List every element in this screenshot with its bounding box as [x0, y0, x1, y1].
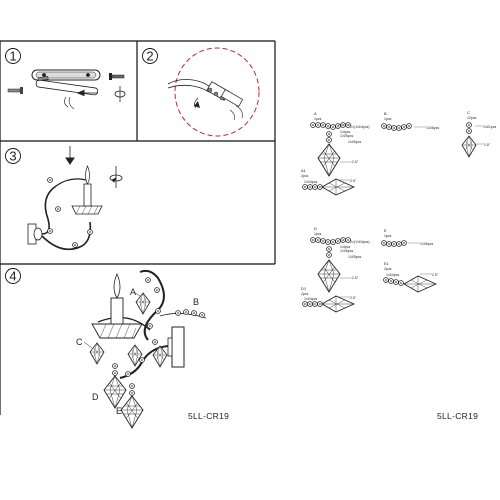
svg-text:1/4/6pcs: 1/4/6pcs — [340, 249, 353, 253]
rotate-arrow-icon — [109, 166, 123, 188]
svg-text:1/4pcs: 1/4pcs — [340, 245, 351, 249]
svg-text:2pcs: 2pcs — [384, 267, 392, 271]
svg-text:2×(1/4/4pcs): 2×(1/4/4pcs) — [350, 240, 370, 244]
svg-text:1/4/4pcs: 1/4/4pcs — [386, 273, 399, 277]
svg-text:2.5": 2.5" — [350, 296, 357, 300]
step-2-marker: 2 — [142, 48, 158, 64]
label-e: E — [116, 406, 122, 416]
svg-text:1/4/4pcs: 1/4/4pcs — [304, 180, 317, 184]
step3-arrow-down — [65, 146, 75, 165]
svg-text:1/4/5pcs: 1/4/5pcs — [340, 134, 353, 138]
part-d1: D1 2pcs 1/4/4pcs 2.5" — [301, 286, 357, 313]
svg-text:2.5": 2.5" — [352, 160, 359, 164]
part-c: C 12pcs 1/4/1pcs 1.5" — [461, 110, 496, 158]
label-c: C — [76, 337, 83, 347]
svg-text:E1: E1 — [384, 261, 390, 266]
svg-text:3: 3 — [9, 149, 16, 164]
svg-text:2: 2 — [146, 49, 153, 64]
svg-text:D1: D1 — [301, 286, 307, 291]
svg-text:1/4/4pcs: 1/4/4pcs — [304, 297, 317, 301]
svg-text:A1: A1 — [301, 168, 307, 173]
step4-assembled-sconce — [83, 269, 207, 429]
svg-text:1pcs: 1pcs — [384, 117, 392, 121]
svg-text:1/4pcs: 1/4pcs — [340, 130, 351, 134]
svg-text:2pcs: 2pcs — [301, 174, 309, 178]
step1-screw-right — [109, 73, 125, 80]
model-number-left: 5LL-CR19 — [188, 411, 229, 421]
svg-text:1/4/6pcs: 1/4/6pcs — [420, 242, 433, 246]
svg-text:1/4/6pcs: 1/4/6pcs — [426, 126, 439, 130]
step1-screw-top — [37, 76, 49, 81]
model-number-right: 5LL-CR19 — [437, 411, 478, 421]
part-e1: E1 2pcs 1/4/4pcs 2.5" — [383, 261, 439, 293]
svg-text:2×(1/4/4pcs): 2×(1/4/4pcs) — [350, 125, 370, 129]
part-a1: A1 2pcs 1/4/4pcs 2.5" — [301, 168, 357, 196]
svg-text:1pcs: 1pcs — [384, 234, 392, 238]
svg-text:1pcs: 1pcs — [314, 232, 322, 236]
svg-text:1: 1 — [9, 49, 16, 64]
svg-text:D: D — [314, 226, 317, 231]
part-e: E 1pcs 1/4/6pcs — [381, 228, 433, 247]
svg-text:1/4/5pcs: 1/4/5pcs — [348, 140, 361, 144]
svg-text:2.5": 2.5" — [352, 276, 359, 280]
label-d: D — [92, 392, 99, 402]
rotate-arrow-icon — [114, 86, 126, 102]
step3-arm — [27, 165, 103, 251]
svg-text:A: A — [314, 111, 317, 116]
panel-frames — [0, 40, 276, 415]
svg-text:B: B — [384, 111, 387, 116]
svg-text:E: E — [384, 228, 387, 233]
part-a: A 1pcs 2×(1/4/4pcs) 1/4pcs 1/4/5pcs 1/4/… — [310, 111, 370, 177]
part-d: D 1pcs 2×(1/4/4pcs) 1/4pcs 1/4/6pcs 1/4/… — [310, 226, 370, 293]
step1-screw-left — [7, 87, 23, 94]
svg-text:C: C — [467, 110, 470, 115]
svg-text:2.5": 2.5" — [432, 273, 439, 277]
step2-wiring — [167, 47, 260, 137]
svg-text:1pcs: 1pcs — [314, 117, 322, 121]
svg-text:2.5": 2.5" — [350, 179, 357, 183]
step-3-marker: 3 — [5, 148, 21, 164]
svg-text:2pcs: 2pcs — [301, 292, 309, 296]
step-1-marker: 1 — [5, 48, 21, 64]
label-b: B — [193, 297, 199, 307]
svg-text:4: 4 — [9, 269, 16, 284]
svg-text:1/4/1pcs: 1/4/1pcs — [483, 125, 496, 129]
svg-text:12pcs: 12pcs — [467, 116, 477, 120]
part-b: B 1pcs 1/4/6pcs — [381, 111, 439, 131]
svg-text:1.5": 1.5" — [484, 143, 491, 147]
step1-mounting-plate — [31, 69, 101, 110]
step-4-marker: 4 — [5, 268, 21, 284]
step1-arrow-right — [76, 89, 98, 97]
svg-text:1/4/5pcs: 1/4/5pcs — [348, 255, 361, 259]
label-a: A — [130, 287, 136, 297]
